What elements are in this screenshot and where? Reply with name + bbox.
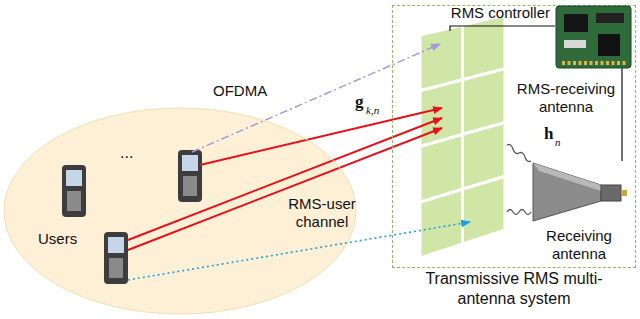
node-shape [529,161,629,223]
pin [595,61,598,65]
system-caption: Transmissive RMS multi-antenna system [393,269,635,309]
pin [601,61,604,65]
link-label: RMS-receiving antenna [516,80,616,116]
scheme-label: OFDMA [213,82,267,100]
channel-symbol: g [355,92,364,112]
phone-keypad [67,191,81,211]
pin [573,61,576,65]
fpga-chip [598,34,620,56]
panel-cell [420,189,463,258]
waveguide [601,185,621,201]
phone-screen [108,237,124,253]
chip [564,14,588,32]
phone [104,232,128,284]
ofdma-link [192,44,440,152]
receiving-horn: Receiving antenna [529,161,629,223]
pin [617,61,620,65]
controller-label: RMS controller [451,4,550,22]
phone-body [104,232,128,284]
pcb-board [556,6,631,68]
channel-label: RMS-user channel [282,195,362,231]
pin [606,61,609,65]
channel-subscript: k,n [366,104,379,117]
phone-body [178,150,202,202]
phone [62,165,86,217]
channel-arrow [200,108,442,165]
channel-subscript: n [555,136,561,149]
control-wire [450,26,555,31]
panel-cell [463,176,506,244]
rms-panel [420,15,505,258]
phone [178,150,202,202]
phone-screen [182,155,198,171]
ellipsis: ... [120,143,133,162]
node-shape [556,6,631,68]
connector [596,13,624,23]
group-label: Users [38,230,77,248]
pin [590,61,593,65]
phone-keypad [109,258,123,278]
controller-board: RMS controller [556,6,631,68]
system-box: RMS controllerReceiving antennaTransmiss… [392,5,636,268]
channel-arrow [128,128,442,250]
pin [562,61,565,65]
wave-line [507,210,531,215]
phone-keypad [183,176,197,196]
antenna-label: Receiving antenna [529,227,629,263]
pin [623,61,626,65]
phone-body [62,165,86,217]
horn-face [533,163,601,191]
pin [579,61,582,65]
horn-body [533,163,601,221]
uplink-arrow [128,222,470,280]
panel-frame [420,15,505,258]
control-wire [621,68,622,161]
channel-arrow [128,118,442,240]
wave-line [507,145,531,162]
channel-symbol: h [544,124,553,144]
pin [584,61,587,65]
phone-screen [66,170,82,186]
connector [621,190,627,196]
pin [568,61,571,65]
pin [612,61,615,65]
sticker [564,40,586,48]
